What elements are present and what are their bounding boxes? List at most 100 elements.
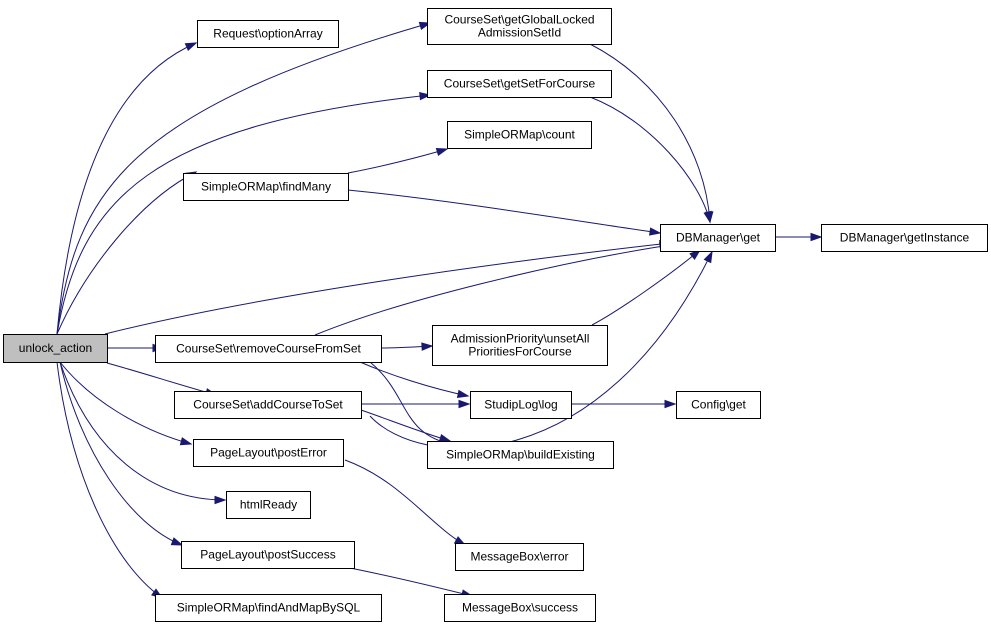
- node-label: CourseSet\getGlobalLocked: [444, 13, 594, 27]
- node-label: unlock_action: [19, 341, 92, 355]
- node-box: [427, 441, 614, 469]
- node-label: MessageBox\error: [470, 550, 568, 564]
- edge-courseset_addcoursetoset-to-dbmanager_get: [369, 250, 713, 449]
- node-box: [181, 541, 355, 569]
- arrowhead-icon: [649, 227, 662, 236]
- arrowhead-icon: [703, 250, 713, 264]
- edge-unlock_action-to-courseset_addcoursetoset: [106, 362, 218, 397]
- edge-courseset_removecoursefromset-to-studiplog_log: [359, 361, 470, 398]
- edge-line: [56, 361, 163, 599]
- edge-line: [591, 249, 701, 326]
- arrowhead-icon: [421, 342, 434, 351]
- edge-line: [349, 567, 473, 597]
- node-studiplog-log[interactable]: StudipLog\log: [470, 391, 572, 419]
- node-messagebox-success[interactable]: MessageBox\success: [444, 594, 596, 622]
- node-box: [3, 334, 108, 363]
- edge-line: [369, 361, 456, 446]
- node-label: PrioritiesForCourse: [468, 345, 572, 359]
- node-box: [174, 391, 362, 419]
- node-simpleormap-count[interactable]: SimpleORMap\count: [447, 121, 592, 149]
- edge-admissionpriority_unsetall-to-dbmanager_get: [591, 249, 702, 326]
- arrowhead-icon: [438, 433, 452, 443]
- arrowhead-icon: [419, 91, 432, 101]
- node-box: [455, 543, 584, 571]
- edge-unlock_action-to-htmlready: [59, 361, 227, 505]
- edge-line: [104, 242, 671, 335]
- edges-layer: [56, 21, 823, 599]
- edge-courseset_getsetforcourse-to-dbmanager_get: [589, 96, 712, 224]
- edge-line: [59, 361, 192, 445]
- node-label: DBManager\getInstance: [840, 231, 970, 245]
- edge-simpleormap_findmany-to-dbmanager_get: [347, 189, 662, 236]
- arrowhead-icon: [435, 147, 449, 157]
- arrowhead-icon: [456, 389, 470, 398]
- edge-unlock_action-to-dbmanager_get: [104, 239, 672, 335]
- edge-pagelayout_postsuccess-to-messagebox_success: [349, 567, 474, 598]
- edge-unlock_action-to-request_optionarray: [56, 42, 198, 335]
- node-request-optionarray[interactable]: Request\optionArray: [197, 20, 339, 48]
- edge-line: [369, 251, 713, 449]
- edge-unlock_action-to-pagelayout_posterror: [59, 361, 193, 446]
- node-label: PageLayout\postError: [210, 446, 327, 460]
- arrowhead-icon: [184, 42, 198, 52]
- arrowhead-icon: [170, 537, 184, 546]
- node-box: [155, 335, 382, 363]
- node-courseset-addcoursetoset[interactable]: CourseSet\addCourseToSet: [174, 391, 362, 419]
- node-label: DBManager\get: [676, 231, 761, 245]
- nodes-layer: unlock_actionRequest\optionArrayCourseSe…: [3, 8, 988, 622]
- node-pagelayout-postsuccess[interactable]: PageLayout\postSuccess: [181, 541, 355, 569]
- node-htmlready[interactable]: htmlReady: [226, 491, 311, 519]
- node-dbmanager-getinstance[interactable]: DBManager\getInstance: [821, 224, 988, 252]
- node-label: CourseSet\removeCourseFromSet: [176, 342, 361, 356]
- node-courseset-removecoursefromset[interactable]: CourseSet\removeCourseFromSet: [155, 335, 382, 363]
- arrowhead-icon: [664, 399, 677, 409]
- edge-line: [347, 189, 661, 234]
- edge-unlock_action-to-simpleormap_findmany: [56, 171, 198, 335]
- edge-line: [56, 171, 197, 335]
- node-label: MessageBox\success: [462, 601, 578, 615]
- edge-studiplog_log-to-config_get: [570, 399, 677, 409]
- node-label: Request\optionArray: [213, 27, 322, 41]
- node-label: SimpleORMap\findMany: [201, 180, 331, 194]
- node-label: htmlReady: [240, 498, 297, 512]
- node-simpleormap-findandmapbysql[interactable]: SimpleORMap\findAndMapBySQL: [155, 594, 382, 622]
- edge-unlock_action-to-courseset_getsetforcourse: [56, 91, 432, 335]
- node-label: SimpleORMap\findAndMapBySQL: [177, 601, 361, 615]
- node-box: [193, 439, 344, 467]
- node-admissionpriority-unsetall[interactable]: AdmissionPriority\unsetAllPrioritiesForC…: [432, 325, 608, 366]
- node-simpleormap-findmany[interactable]: SimpleORMap\findMany: [183, 173, 349, 201]
- node-box: [427, 8, 612, 45]
- node-box: [155, 594, 382, 622]
- node-box: [197, 20, 339, 48]
- node-label: StudipLog\log: [484, 398, 557, 412]
- edge-line: [589, 96, 711, 223]
- node-box: [427, 70, 612, 98]
- node-label: SimpleORMap\buildExisting: [446, 448, 595, 462]
- edge-line: [344, 459, 466, 546]
- node-label: SimpleORMap\count: [464, 128, 575, 142]
- node-label: CourseSet\addCourseToSet: [193, 398, 343, 412]
- node-messagebox-error[interactable]: MessageBox\error: [455, 543, 584, 571]
- arrowhead-icon: [458, 399, 471, 409]
- node-dbmanager-get[interactable]: DBManager\get: [660, 224, 776, 252]
- edge-simpleormap_findmany-to-simpleormap_count: [347, 147, 449, 174]
- edge-courseset_addcoursetoset-to-simpleormap_buildexisting: [360, 409, 452, 443]
- node-courseset-getsetforcourse[interactable]: CourseSet\getSetForCourse: [427, 70, 612, 98]
- node-box: [226, 491, 311, 519]
- node-box: [821, 224, 988, 252]
- edge-line: [314, 244, 671, 336]
- node-pagelayout-posterror[interactable]: PageLayout\postError: [193, 439, 344, 467]
- node-box: [447, 121, 592, 149]
- node-config-get[interactable]: Config\get: [676, 391, 761, 419]
- node-box: [444, 594, 596, 622]
- edge-unlock_action-to-pagelayout_postsuccess: [59, 361, 184, 546]
- edge-line: [59, 361, 183, 546]
- node-box: [660, 224, 776, 252]
- edge-courseset_removecoursefromset-to-dbmanager_get: [314, 242, 672, 336]
- node-simpleormap-buildexisting[interactable]: SimpleORMap\buildExisting: [427, 441, 614, 469]
- node-unlock-action[interactable]: unlock_action: [3, 334, 108, 363]
- edge-line: [589, 43, 711, 223]
- node-label: PageLayout\postSuccess: [200, 548, 335, 562]
